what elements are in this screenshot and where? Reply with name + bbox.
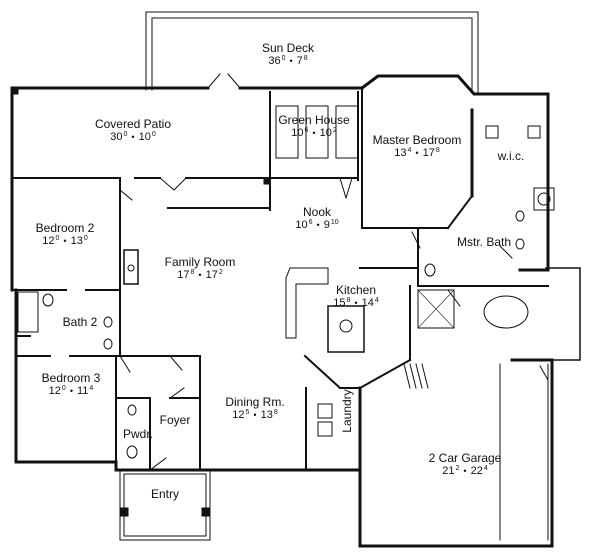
room-sun-deck: Sun Deck 360•78	[238, 41, 338, 68]
shower-stall	[417, 289, 455, 329]
bath2-tub	[17, 291, 39, 333]
patio-column	[11, 87, 19, 95]
dryer	[317, 421, 333, 437]
washer	[317, 403, 333, 419]
label-wic: w.i.c.	[497, 149, 525, 163]
label-laundry: Laundry	[340, 389, 354, 433]
label-pwdr: Pwdr.	[122, 427, 153, 441]
garage-steps	[403, 363, 429, 389]
arrow-icon	[545, 267, 581, 361]
room-bedroom-3: Bedroom 3 120•114	[41, 371, 101, 398]
garage-door-outline	[499, 363, 549, 541]
door-swings	[119, 73, 549, 471]
sun-deck-railing	[145, 11, 479, 93]
room-garage: 2 Car Garage 212•224	[428, 451, 502, 478]
label-entry: Entry	[150, 487, 179, 501]
porch-column-left	[119, 507, 129, 517]
room-kitchen: Kitchen 158•144	[333, 283, 379, 310]
toilet-bath2	[42, 293, 54, 307]
entry-porch	[119, 469, 211, 541]
room-nook: Nook 106•910	[295, 205, 339, 232]
room-dimensions: 360•78	[268, 55, 308, 68]
water-heater	[533, 187, 555, 211]
room-dining: Dining Rm. 125•138	[225, 395, 285, 422]
sinks	[103, 210, 525, 416]
bathtub	[483, 295, 529, 329]
room-name: Sun Deck	[261, 41, 315, 55]
room-covered-patio: Covered Patio 300•100	[94, 117, 172, 144]
porch-column-right	[201, 507, 211, 517]
room-green-house: Green House 106•102	[278, 113, 350, 140]
wic-shelf-right	[527, 125, 541, 139]
label-mstr-bath: Mstr. Bath	[456, 235, 512, 249]
room-bedroom-2: Bedroom 2 120•130	[35, 221, 95, 248]
kitchen-counter	[285, 267, 329, 339]
patio-column	[263, 177, 271, 185]
label-bath-2: Bath 2	[62, 315, 98, 329]
room-master-bedroom: Master Bedroom 134•178	[372, 133, 462, 160]
room-family-room: Family Room 178•172	[164, 255, 236, 282]
interior-walls	[11, 87, 549, 471]
toilet-master	[424, 263, 436, 277]
fireplace	[123, 249, 139, 285]
label-foyer: Foyer	[159, 413, 191, 427]
wic-shelf-left	[485, 125, 499, 139]
kitchen-island	[327, 305, 365, 353]
greenhouse-planters	[275, 105, 359, 159]
cooktop-burner	[339, 319, 353, 333]
toilet-pwdr	[126, 445, 138, 459]
